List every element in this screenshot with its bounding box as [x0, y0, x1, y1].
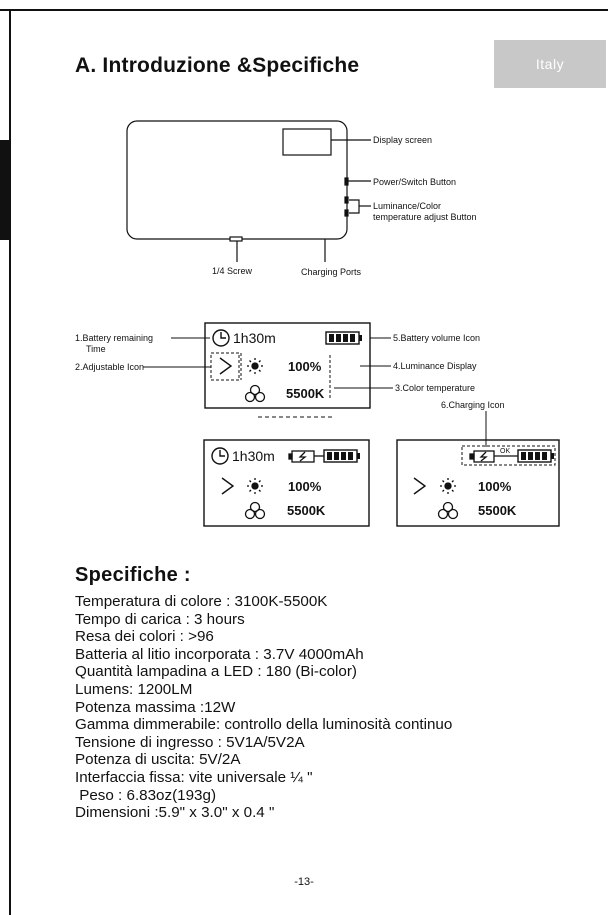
screw-label: 1/4 Screw	[212, 266, 253, 276]
adjust-button-bracket	[349, 199, 360, 214]
spec-item: Resa dei colori : >96	[75, 628, 214, 646]
charging-ports-label: Charging Ports	[301, 267, 362, 277]
spec-item: Temperatura di colore : 3100K-5500K	[75, 593, 328, 610]
color-temp-icon	[437, 501, 459, 520]
page-title: A. Introduzione &Specifiche	[75, 54, 360, 77]
side-tab-marker	[0, 140, 11, 240]
language-tab: Italy	[494, 40, 606, 88]
spec-item: Gamma dimmerabile: controllo della lumin…	[75, 716, 453, 734]
spec-item: Tensione di ingresso : 5V1A/5V2A	[75, 733, 305, 751]
charging-battery-icon	[469, 450, 518, 463]
device-body	[126, 120, 348, 240]
charging-icon-label: 6.Charging Icon	[441, 400, 505, 410]
color-temp-icon	[244, 501, 266, 520]
specs-heading: Specifiche :	[75, 564, 191, 586]
spec-item: Batteria al litio incorporata : 3.7V 400…	[75, 645, 364, 663]
luminance-display-label: 4.Luminance Display	[393, 361, 477, 371]
sun-icon	[440, 478, 456, 494]
adjust-button-label-2: temperature adjust Button	[373, 212, 477, 222]
sun-icon	[247, 358, 263, 374]
lcd-charging-left: 1h30m 100% 5500K	[203, 439, 370, 527]
battery-volume-label: 5.Battery volume Icon	[393, 333, 480, 343]
power-button-label: Power/Switch Button	[373, 177, 456, 187]
lcd-color-temp-value: 5500K	[478, 503, 517, 518]
spec-item: Quantità lampadina a LED : 180 (Bi-color…	[75, 663, 357, 681]
adjustable-icon	[219, 357, 233, 375]
lcd-luminance-value: 100%	[288, 479, 322, 494]
lcd-color-temp-value: 5500K	[287, 503, 326, 518]
lcd-charging-right: OK 100% 5500K	[396, 439, 560, 527]
battery-icon	[323, 449, 360, 463]
device-diagram	[126, 120, 371, 262]
clock-icon	[211, 447, 229, 465]
adjust-button-label-1: Luminance/Color	[373, 201, 441, 211]
left-border	[9, 9, 11, 915]
spec-item: Lumens: 1200LM	[75, 680, 193, 698]
color-temp-icon	[244, 384, 266, 403]
power-button-outline	[344, 177, 349, 186]
diagrams: Display screen Power/Switch Button Lumin…	[75, 120, 560, 527]
battery-remaining-label-2: Time	[86, 344, 106, 354]
main-lcd: 1h30m 100% 5500K	[204, 322, 371, 418]
spec-item: Interfaccia fissa: vite universale ¼ "	[75, 768, 313, 786]
page-number: -13-	[294, 876, 314, 888]
adjustable-icon	[413, 477, 427, 495]
specs-list: Temperatura di colore : 3100K-5500K Temp…	[75, 593, 452, 822]
charging-battery-icon	[288, 450, 324, 463]
ok-label: OK	[500, 448, 510, 455]
adjustable-icon	[221, 477, 235, 495]
spec-item: Potenza massima :12W	[75, 698, 236, 716]
adjustable-icon-label: 2.Adjustable Icon	[75, 362, 144, 372]
lcd-luminance-value: 100%	[478, 479, 512, 494]
lcd-color-temp-value: 5500K	[286, 386, 325, 401]
spec-item: Tempo di carica : 3 hours	[75, 610, 245, 628]
spec-item: Peso : 6.83oz(193g)	[75, 786, 216, 804]
lcd-luminance-value: 100%	[288, 359, 322, 374]
battery-remaining-label-1: 1.Battery remaining	[75, 333, 153, 343]
spec-item: Potenza di uscita: 5V/2A	[75, 751, 241, 769]
clock-icon	[212, 329, 230, 347]
color-temperature-label: 3.Color temperature	[395, 383, 475, 393]
lcd-time-value: 1h30m	[232, 448, 275, 464]
battery-icon	[517, 449, 554, 463]
display-screen-outline	[282, 128, 332, 156]
spec-item: Dimensioni :5.9" x 3.0" x 0.4 "	[75, 804, 275, 822]
lcd-time-value: 1h30m	[233, 330, 276, 346]
display-screen-label: Display screen	[373, 135, 432, 145]
top-border	[0, 9, 608, 11]
sun-icon	[247, 478, 263, 494]
battery-icon	[325, 331, 362, 345]
